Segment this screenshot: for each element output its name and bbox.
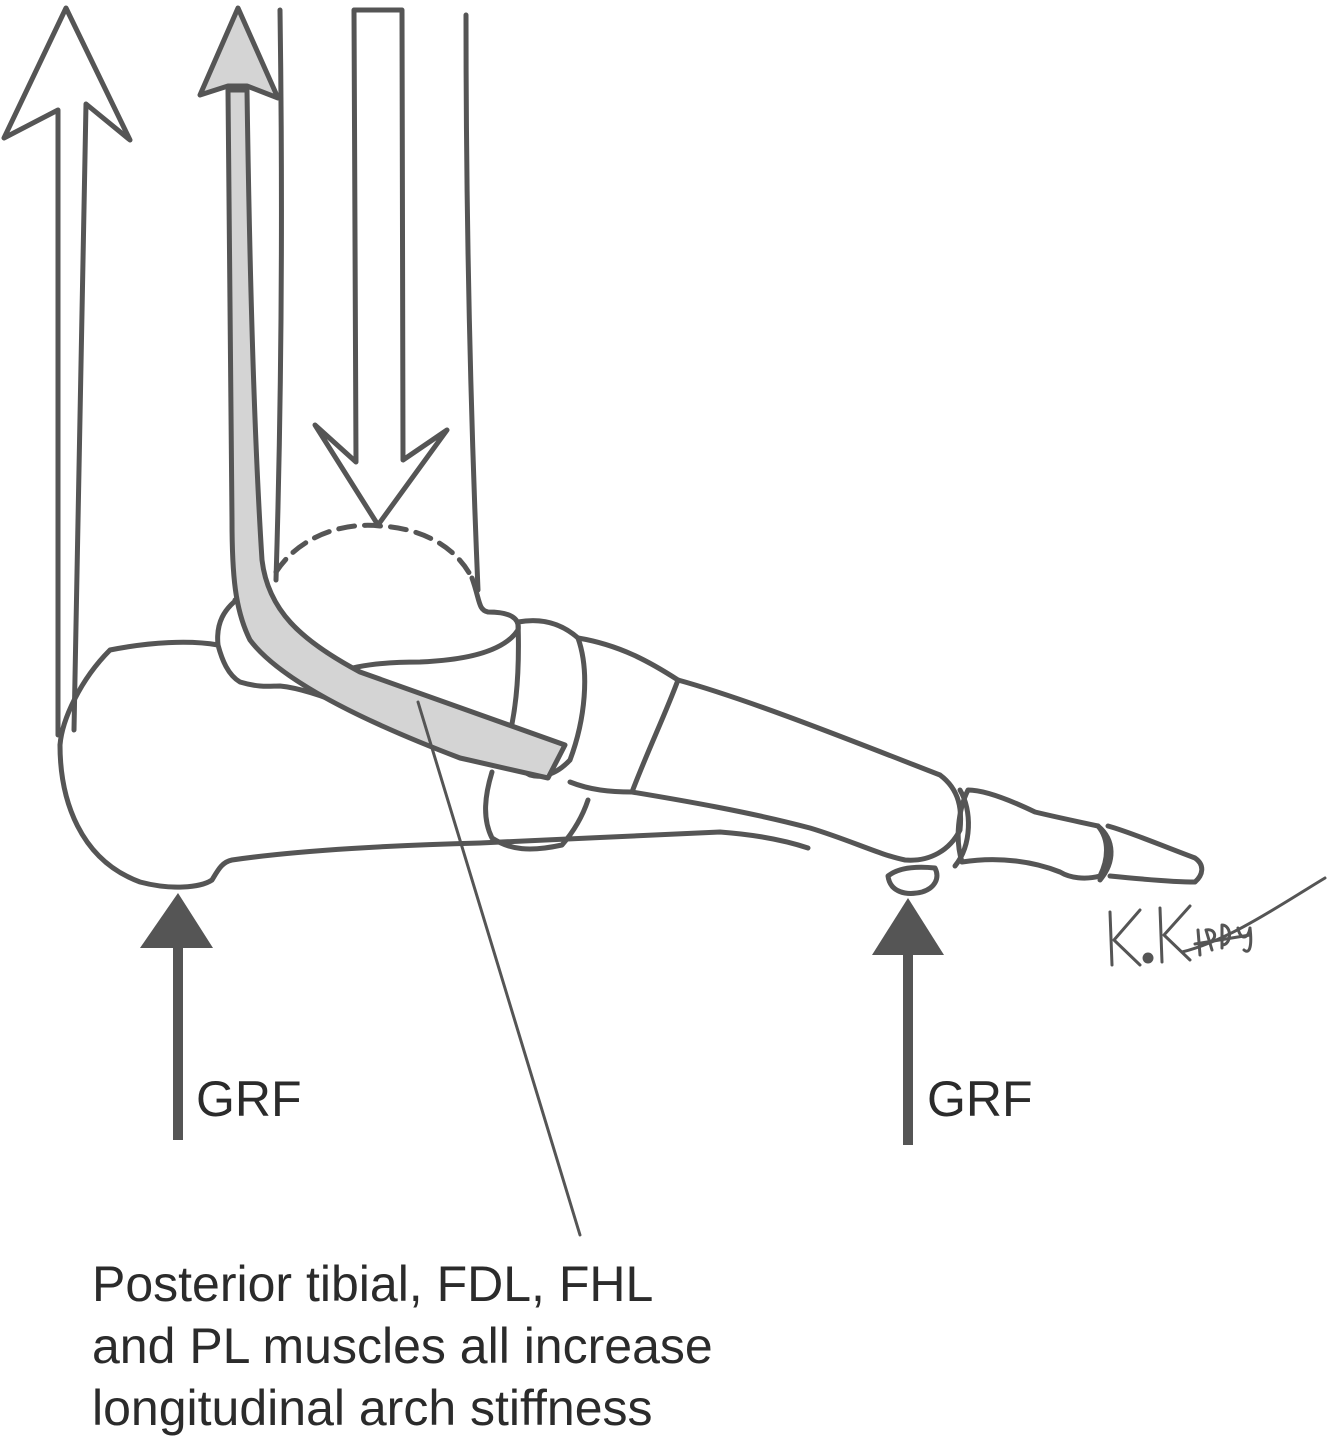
caption-line-2: and PL muscles all increase	[92, 1318, 713, 1374]
grf-right-arrowhead	[872, 898, 944, 955]
grf-left-arrowhead	[140, 893, 213, 948]
caption-line-1: Posterior tibial, FDL, FHL	[92, 1256, 654, 1312]
cuboid-bone	[483, 769, 591, 852]
leader-line	[416, 700, 582, 1237]
leg-anterior-line	[463, 12, 481, 593]
grf-right-label: GRF	[927, 1071, 1033, 1127]
caption-line-3: longitudinal arch stiffness	[92, 1380, 653, 1436]
talus-bone	[337, 575, 521, 675]
signature	[1108, 876, 1327, 967]
joint-cap-1	[952, 787, 971, 869]
grf-left-shaft	[173, 944, 183, 1140]
joint-cap-2	[1095, 823, 1114, 883]
distal-phalanx	[1105, 823, 1205, 885]
grf-left-label: GRF	[196, 1071, 302, 1127]
talus-dome-dashed	[273, 522, 475, 581]
metatarsal-bone	[629, 677, 964, 863]
cuneiform-bone	[567, 635, 681, 795]
proximal-phalanx	[955, 787, 1109, 881]
flexor-tendon	[225, 87, 568, 781]
tendon-pull-arrowhead	[197, 5, 281, 101]
sesamoid-bone	[885, 864, 940, 896]
body-weight-arrow	[312, 7, 450, 528]
achilles-pull-arrow	[1, 5, 133, 738]
caption: Posterior tibial, FDL, FHL and PL muscle…	[92, 1253, 713, 1439]
grf-right-shaft	[903, 950, 913, 1145]
calcaneus-bone	[57, 742, 811, 890]
leg-posterior-line	[273, 7, 284, 583]
